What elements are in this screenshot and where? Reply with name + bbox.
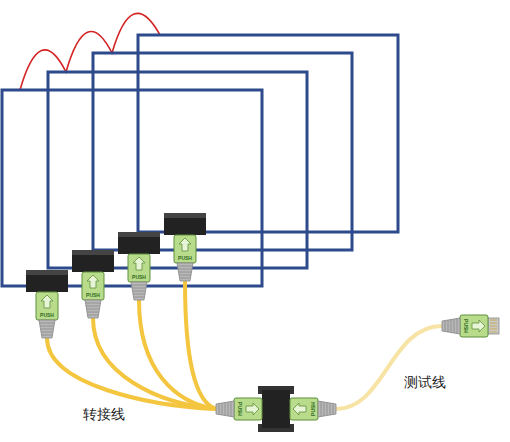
cable-label: 转接线 <box>83 407 125 421</box>
push-marking: PUSH <box>463 319 468 333</box>
push-marking: PUSH <box>40 313 54 318</box>
push-marking: PUSH <box>237 402 242 416</box>
frames <box>2 35 398 286</box>
rj45-plugs <box>26 213 206 338</box>
push-marking: PUSH <box>132 275 146 280</box>
push-marking: PUSH <box>178 256 192 261</box>
test-plug <box>442 315 499 337</box>
cable-label: 测试线 <box>404 375 446 389</box>
coupler <box>216 386 336 432</box>
push-marking: PUSH <box>311 402 316 416</box>
adapter-cables <box>47 281 216 409</box>
push-marking: PUSH <box>86 293 100 298</box>
test-cable <box>336 326 442 409</box>
